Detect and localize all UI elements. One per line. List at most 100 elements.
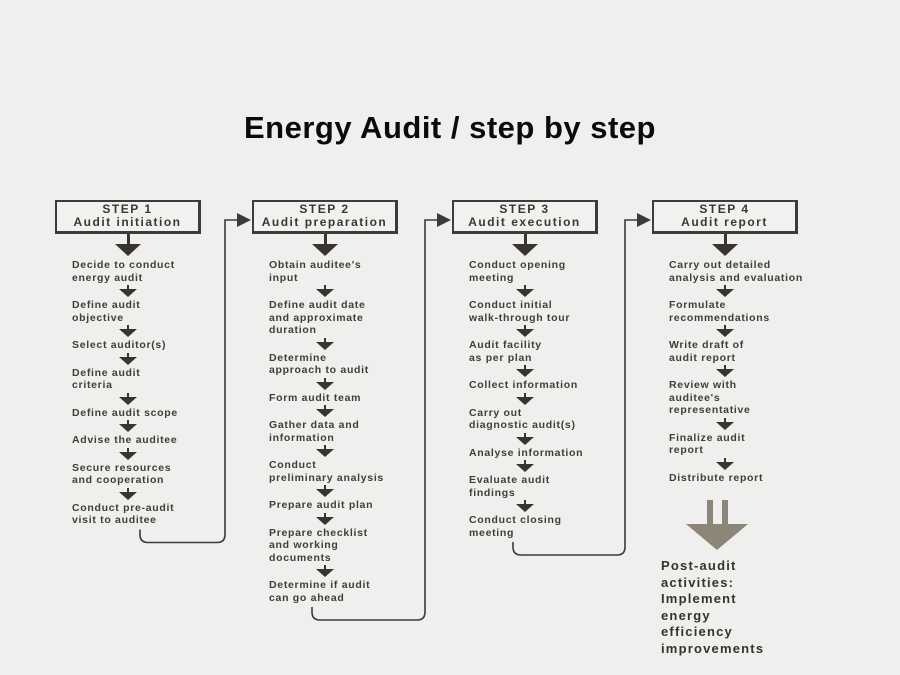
arrow-head bbox=[119, 329, 137, 337]
flow-step: Prepare checklist and working documents bbox=[269, 526, 368, 564]
down-arrow-icon bbox=[55, 234, 201, 256]
arrow-head bbox=[316, 341, 334, 350]
arrow-head bbox=[516, 504, 534, 512]
down-arrow-icon bbox=[55, 325, 201, 337]
down-arrow-icon bbox=[452, 234, 598, 256]
arrow-stem bbox=[724, 457, 726, 462]
arrow-head bbox=[316, 409, 334, 417]
flow-step: Determine approach to audit bbox=[269, 351, 369, 377]
down-arrow-icon bbox=[452, 500, 598, 512]
down-arrow-icon bbox=[55, 352, 201, 365]
flow-step: Gather data and information bbox=[269, 419, 360, 444]
down-arrow-icon bbox=[452, 325, 598, 337]
arrow-stem bbox=[127, 392, 129, 397]
flow-step: Finalize audit report bbox=[669, 431, 746, 457]
flow-step: Decide to conduct energy audit bbox=[72, 259, 175, 284]
flow-step: Audit facility as per plan bbox=[469, 339, 542, 364]
arrow-head bbox=[119, 424, 137, 432]
flow-step: Evaluate audit findings bbox=[469, 474, 550, 499]
down-arrow-icon bbox=[652, 457, 798, 470]
arrow-head bbox=[516, 289, 534, 297]
arrow-stem bbox=[127, 487, 129, 492]
arrow-stem bbox=[523, 234, 527, 244]
step-header-title: Audit initiation bbox=[73, 215, 182, 229]
flow-step: Determine if audit can go ahead bbox=[269, 579, 371, 604]
arrow-stem bbox=[127, 352, 129, 357]
flow-step: Secure resources and cooperation bbox=[72, 461, 172, 487]
down-arrow-icon bbox=[252, 234, 398, 256]
down-arrow-icon bbox=[252, 445, 398, 457]
arrow-head bbox=[119, 491, 137, 500]
flow-step: Prepare audit plan bbox=[269, 499, 374, 511]
step-header-number: STEP 2 bbox=[299, 202, 350, 216]
arrow-head bbox=[516, 329, 534, 337]
flow-step: Advise the auditee bbox=[72, 434, 178, 446]
arrow-stem bbox=[323, 234, 327, 244]
down-arrow-icon bbox=[652, 417, 798, 430]
arrow-head bbox=[516, 464, 534, 472]
down-arrow-icon bbox=[652, 365, 798, 377]
arrow-head bbox=[516, 436, 534, 445]
arrow-stem bbox=[724, 285, 726, 289]
arrow-head bbox=[716, 461, 734, 470]
arrow-head bbox=[686, 524, 748, 550]
flow-step: Conduct opening meeting bbox=[469, 259, 566, 284]
step-header-number: STEP 3 bbox=[499, 202, 550, 216]
flow-step: Select auditor(s) bbox=[72, 339, 167, 351]
step-header-number: STEP 1 bbox=[102, 202, 153, 216]
flow-step: Distribute report bbox=[669, 471, 764, 484]
flow-step: Formulate recommendations bbox=[669, 299, 770, 324]
arrow-stem bbox=[723, 234, 727, 244]
arrow-head bbox=[516, 396, 534, 405]
flow-step: Form audit team bbox=[269, 391, 362, 404]
down-arrow-icon bbox=[252, 285, 398, 297]
down-arrow-icon bbox=[252, 485, 398, 497]
down-arrow-icon bbox=[55, 285, 201, 297]
flow-step: Define audit date and approximate durati… bbox=[269, 299, 366, 336]
slide-title: Energy Audit / step by step bbox=[244, 110, 656, 145]
post-audit-arrow-stems bbox=[707, 500, 748, 524]
arrow-stem bbox=[724, 325, 726, 329]
flow-step: Carry out detailed analysis and evaluati… bbox=[669, 259, 803, 284]
arrow-stem bbox=[126, 234, 130, 244]
arrow-head bbox=[119, 289, 137, 297]
arrow-head bbox=[316, 489, 334, 497]
arrow-head bbox=[512, 244, 538, 256]
arrow-head bbox=[716, 289, 734, 297]
step-header-title: Audit report bbox=[681, 215, 768, 229]
arrow-head bbox=[316, 449, 334, 457]
arrow-head bbox=[119, 396, 137, 405]
down-arrow-icon bbox=[55, 420, 201, 432]
flow-step: Conduct closing meeting bbox=[469, 514, 562, 539]
down-arrow-icon bbox=[55, 487, 201, 500]
arrow-head bbox=[516, 369, 534, 377]
flow-step: Define audit criteria bbox=[72, 366, 141, 392]
arrow-stem bbox=[724, 417, 726, 422]
down-arrow-icon bbox=[652, 234, 798, 256]
down-arrow-icon bbox=[652, 325, 798, 337]
flow-step: Define audit objective bbox=[72, 299, 141, 324]
flow-step: Write draft of audit report bbox=[669, 339, 744, 364]
arrow-stem bbox=[724, 365, 726, 369]
step-header-number: STEP 4 bbox=[699, 202, 750, 216]
down-arrow-icon bbox=[452, 432, 598, 445]
step-header-title: Audit preparation bbox=[261, 215, 388, 229]
down-arrow-icon bbox=[252, 337, 398, 350]
down-arrow-icon bbox=[55, 392, 201, 405]
down-arrow-icon bbox=[252, 405, 398, 417]
arrow-head bbox=[316, 569, 334, 577]
flow-step: Obtain auditee's input bbox=[269, 259, 362, 284]
down-arrow-icon bbox=[252, 565, 398, 577]
arrow-head bbox=[115, 244, 141, 256]
down-arrow-icon bbox=[55, 447, 201, 460]
down-arrow-icon bbox=[452, 285, 598, 297]
arrow-head bbox=[316, 516, 334, 525]
post-audit-arrow-icon bbox=[686, 500, 748, 550]
flow-step: Analyse information bbox=[469, 446, 584, 459]
